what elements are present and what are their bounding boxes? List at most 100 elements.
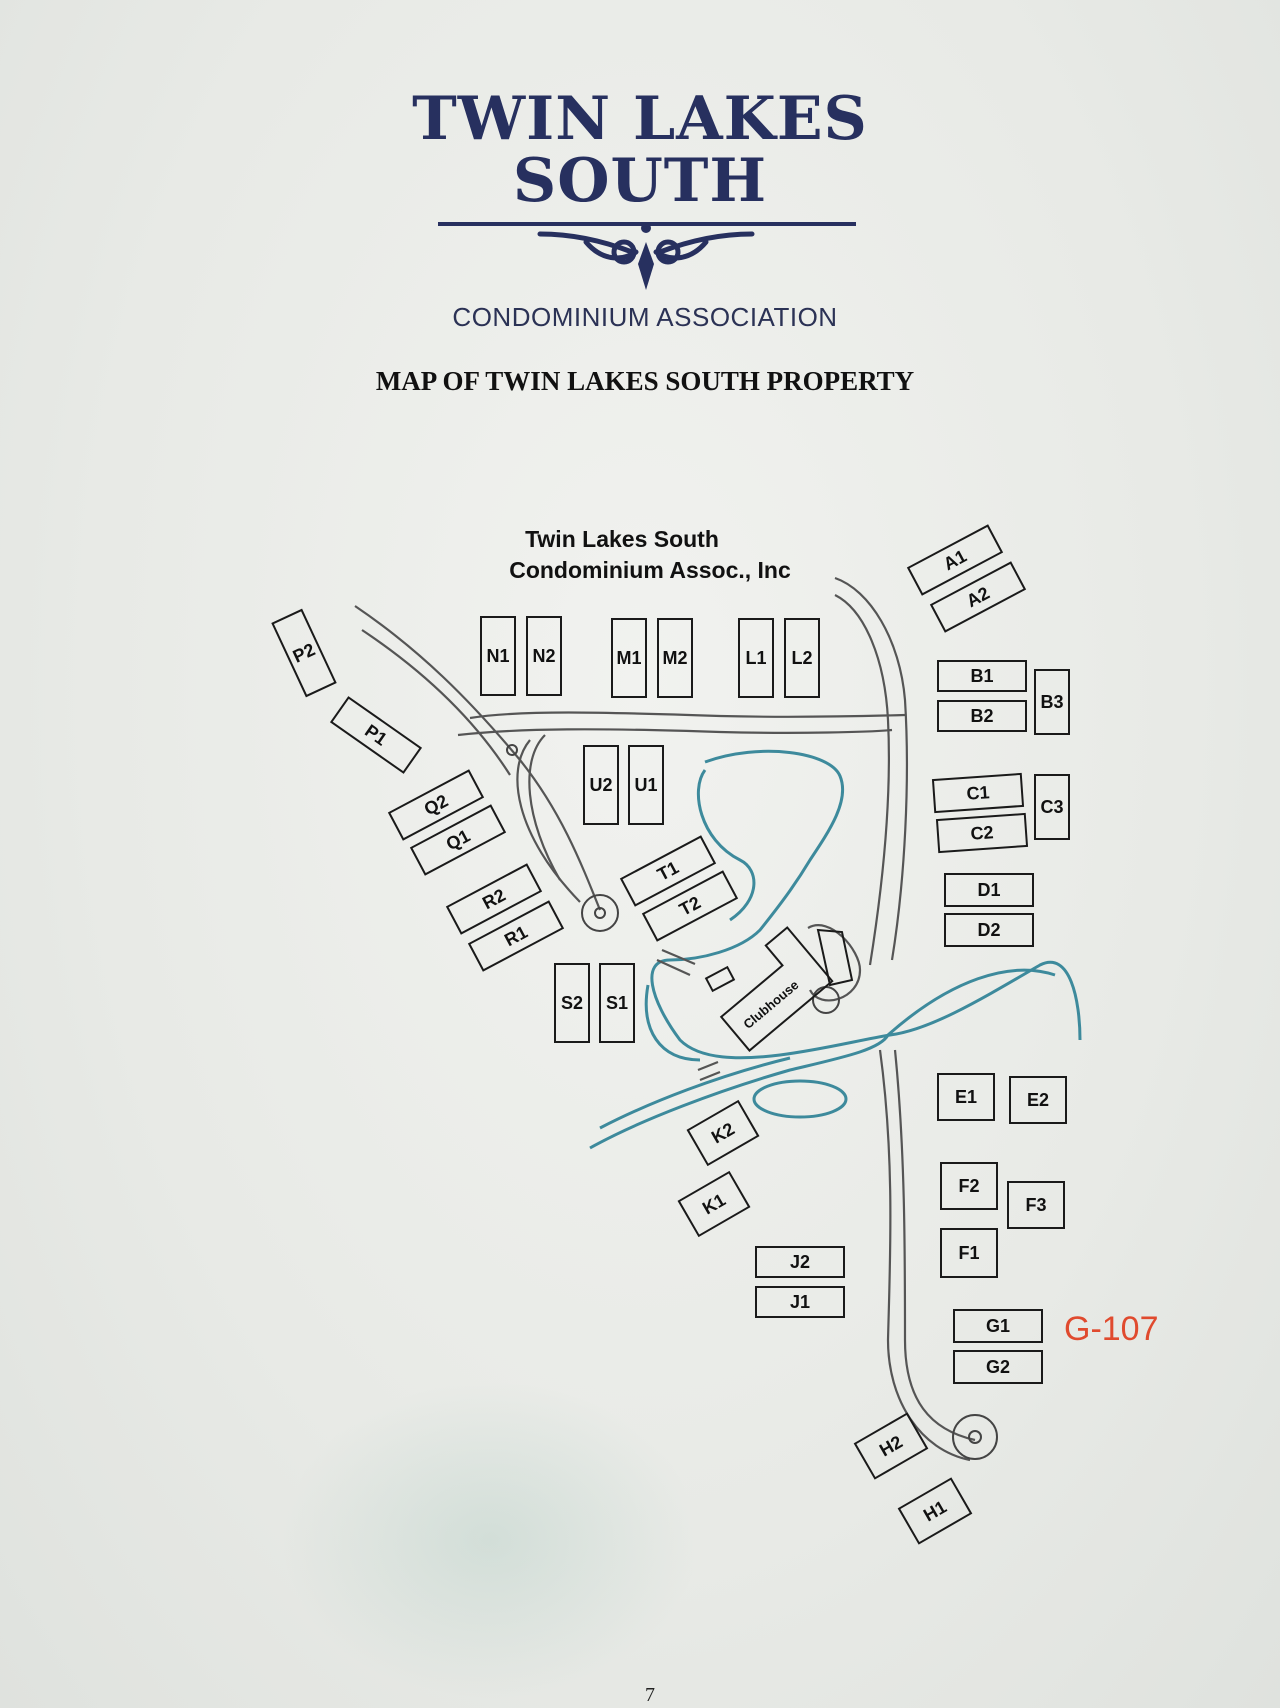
building-label: T1 [654,857,682,885]
building-s2: S2 [554,963,590,1043]
building-label: N1 [486,646,509,666]
building-label: B3 [1040,692,1063,712]
building-n1: N1 [480,616,516,696]
building-label: T2 [676,892,704,920]
building-b1: B1 [937,660,1027,692]
building-d1: D1 [944,873,1034,907]
clubhouse-parking [816,928,854,987]
building-c2: C2 [935,812,1029,854]
map-title: MAP OF TWIN LAKES SOUTH PROPERTY [375,366,915,396]
highlighted-unit-label: G-107 [1064,1310,1159,1348]
clubhouse-label: Clubhouse [740,977,801,1032]
building-s1: S1 [599,963,635,1043]
building-j1: J1 [755,1286,845,1318]
building-label: F1 [958,1243,979,1263]
building-h1: H1 [897,1477,973,1545]
building-label: B2 [970,706,993,726]
building-t1: T1 [619,835,717,907]
building-k2: K2 [686,1099,760,1167]
building-g1: G1 [953,1309,1043,1343]
building-label: P2 [290,639,318,666]
building-label: S2 [561,993,583,1013]
building-p1: P1 [329,696,423,774]
building-m2: M2 [657,618,693,698]
building-f2: F2 [940,1162,998,1210]
building-j2: J2 [755,1246,845,1278]
building-label: G1 [986,1316,1010,1336]
map-label-line2: Condominium Assoc., Inc [509,557,791,583]
building-b2: B2 [937,700,1027,732]
lake-outlines [589,749,1082,1150]
logo-title-line2: SOUTH [512,146,768,216]
building-a1: A1 [906,524,1004,596]
building-m1: M1 [611,618,647,698]
building-label: U2 [589,775,612,795]
building-q2: Q2 [387,769,485,841]
map-label-line1: Twin Lakes South [525,526,719,552]
cul-de-sacs [506,744,998,1460]
building-label: C2 [970,822,994,844]
building-h2: H2 [853,1412,929,1480]
logo-subtitle: CONDOMINIUM ASSOCIATION [452,302,838,332]
building-label: F2 [958,1176,979,1196]
building-label: D1 [977,880,1000,900]
building-label: K2 [708,1119,738,1148]
building-label: R1 [501,922,531,950]
building-label: K1 [699,1190,729,1219]
building-u1: U1 [628,745,664,825]
building-l1: L1 [738,618,774,698]
building-r2: R2 [445,863,543,935]
building-label: D2 [977,920,1000,940]
building-label: C1 [966,782,990,804]
building-g2: G2 [953,1350,1043,1384]
logo-title-line1: TWIN LAKES [412,84,868,154]
building-c1: C1 [931,772,1025,814]
building-e1: E1 [937,1073,995,1121]
building-u2: U2 [583,745,619,825]
building-label: U1 [634,775,657,795]
building-label: B1 [970,666,993,686]
building-label: G2 [986,1357,1010,1377]
building-label: E1 [955,1087,977,1107]
building-label: E2 [1027,1090,1049,1110]
building-label: L1 [745,648,766,668]
logo-ornament-icon [438,222,856,290]
building-l2: L2 [784,618,820,698]
building-label: H1 [920,1497,950,1526]
building-k1: K1 [677,1170,751,1238]
building-label: F3 [1025,1195,1046,1215]
building-r1: R1 [467,900,565,972]
building-label: N2 [532,646,555,666]
small-structure [704,965,736,993]
building-q1: Q1 [409,804,507,876]
building-label: J2 [790,1252,810,1272]
building-label: J1 [790,1292,810,1312]
building-label: M2 [662,648,687,668]
building-label: R2 [479,885,509,913]
building-f3: F3 [1007,1181,1065,1229]
building-b3: B3 [1034,669,1070,735]
building-e2: E2 [1009,1076,1067,1124]
road-network [354,576,976,1462]
building-label: L2 [791,648,812,668]
photo-smudge [280,1380,700,1700]
building-t2: T2 [641,870,739,942]
building-d2: D2 [944,913,1034,947]
building-c3: C3 [1034,774,1070,840]
building-label: M1 [616,648,641,668]
building-label: S1 [606,993,628,1013]
building-n2: N2 [526,616,562,696]
building-label: A1 [940,546,970,574]
building-a2: A2 [929,561,1027,633]
building-label: H2 [876,1432,906,1461]
building-label: C3 [1040,797,1063,817]
building-label: Q2 [421,791,452,820]
building-label: A2 [963,583,993,611]
building-p2: P2 [271,608,337,698]
clubhouse: Clubhouse [719,926,834,1052]
building-label: Q1 [443,826,474,855]
building-f1: F1 [940,1228,998,1278]
